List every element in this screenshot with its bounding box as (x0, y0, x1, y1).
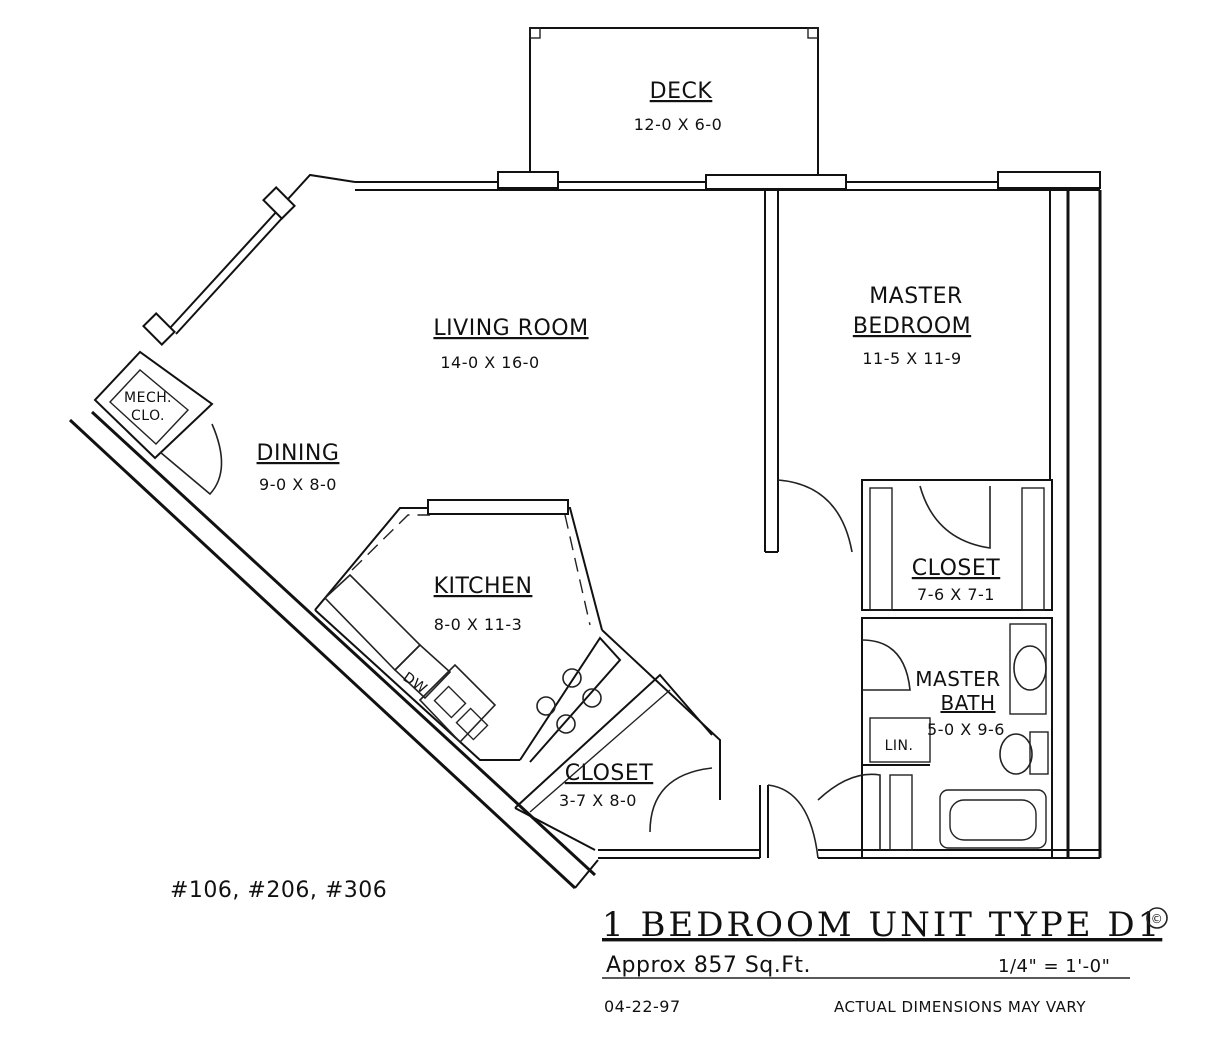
bedroom-closet-label: CLOSET (912, 556, 1001, 581)
scale: 1/4" = 1'-0" (998, 956, 1110, 977)
approx-area: Approx 857 Sq.Ft. (606, 953, 811, 978)
master-bedroom-label: MASTER (869, 284, 963, 309)
master-bath (817, 617, 1053, 859)
plan-title: 1 BEDROOM UNIT TYPE D1 (602, 905, 1162, 945)
deck (529, 27, 819, 180)
linen-label: LIN. (885, 738, 914, 754)
hall-closet-dimensions: 3-7 X 8-0 (559, 791, 637, 810)
disclaimer: ACTUAL DIMENSIONS MAY VARY (834, 998, 1086, 1016)
dining-label: DINING (257, 441, 340, 466)
window-frame (997, 171, 1101, 189)
master-bedroom-label-2: BEDROOM (853, 314, 971, 339)
bedroom-closet-dimensions: 7-6 X 7-1 (917, 585, 995, 604)
exterior-angled-wall (142, 173, 356, 346)
master-bath-label: MASTER (915, 667, 1000, 691)
deck-dimensions: 12-0 X 6-0 (634, 115, 723, 134)
hall-closet-label: CLOSET (565, 761, 654, 786)
deck-label: DECK (650, 79, 713, 104)
exterior-bottom-wall (598, 784, 1100, 859)
master-bedroom-dimensions: 11-5 X 11-9 (862, 349, 961, 368)
copyright-icon (1146, 907, 1168, 929)
plan-date: 04-22-97 (604, 997, 681, 1016)
master-bath-dimensions: 5-0 X 9-6 (927, 720, 1005, 739)
dining-dimensions: 9-0 X 8-0 (259, 475, 337, 494)
mech-closet-label: MECH. (124, 390, 172, 406)
unit-numbers: #106, #206, #306 (170, 878, 387, 903)
mech-closet-label-2: CLO. (131, 408, 165, 424)
kitchen-dimensions: 8-0 X 11-3 (434, 615, 523, 634)
copyright-symbol: © (1151, 912, 1164, 926)
kitchen: DW (314, 499, 721, 800)
living-room-label: LIVING ROOM (433, 316, 588, 341)
bedroom-closet (861, 479, 1053, 611)
kitchen-label: KITCHEN (434, 574, 533, 599)
window-frame (705, 174, 847, 190)
window-frame (497, 171, 559, 189)
living-room-dimensions: 14-0 X 16-0 (440, 353, 539, 372)
mech-closet (93, 350, 223, 496)
bedroom-wall (764, 190, 1051, 553)
exterior-east-wall (1066, 190, 1102, 858)
dishwasher-label: DW (400, 669, 430, 697)
exterior-west-wall (68, 410, 599, 890)
exterior-top-wall (355, 171, 1101, 191)
master-bath-label-2: BATH (940, 691, 995, 715)
hall-closet (514, 673, 713, 851)
